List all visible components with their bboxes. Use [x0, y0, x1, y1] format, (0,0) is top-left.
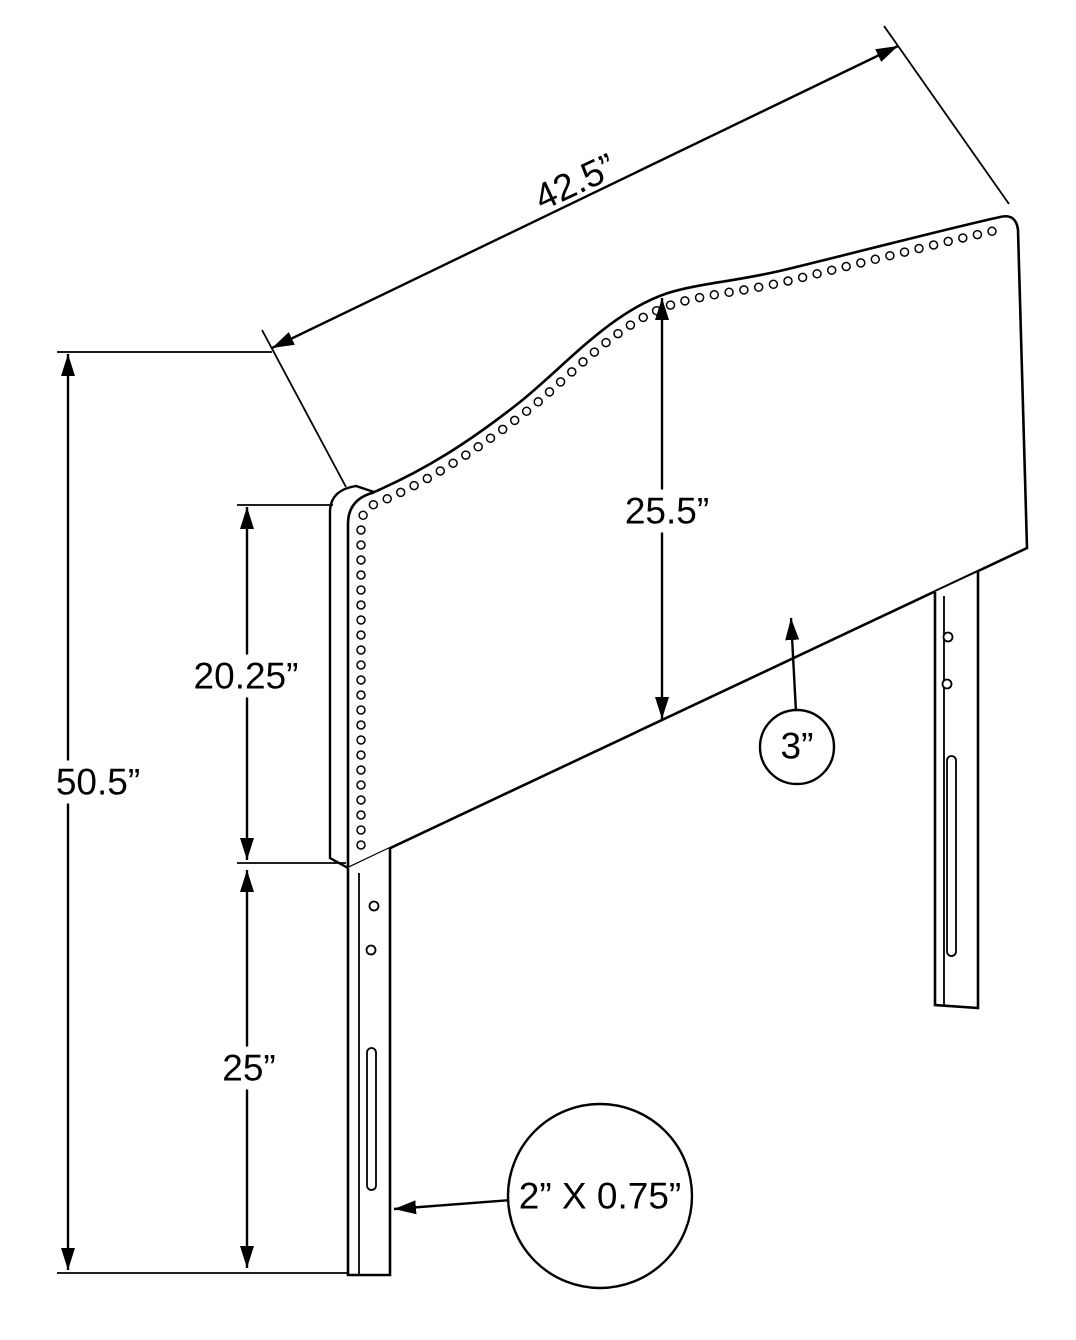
- nailhead-stud: [928, 240, 939, 250]
- nailhead-stud: [435, 466, 446, 476]
- dim-label-panel-height: 25.5”: [616, 489, 718, 533]
- nailhead-stud: [497, 424, 508, 435]
- nailhead-stud: [638, 312, 648, 323]
- nailhead-stud: [356, 750, 366, 760]
- nailhead-stud: [356, 585, 366, 595]
- leader-line-thickness: [785, 617, 800, 713]
- left-leg-slot: [366, 1047, 377, 1191]
- nailhead-stud: [356, 795, 366, 805]
- leg-cross-section-callout-circle: [506, 1102, 694, 1290]
- nailhead-stud: [448, 458, 458, 468]
- nailhead-stud: [356, 555, 366, 565]
- nailhead-stud: [601, 337, 611, 348]
- nailhead-stud: [768, 279, 779, 290]
- nailhead-stud: [625, 320, 636, 330]
- nailhead-stud: [739, 285, 749, 295]
- extension-lines: [57, 25, 1010, 1274]
- dim-label-leg-height: 25”: [214, 1046, 284, 1090]
- nailhead-stud: [409, 480, 419, 491]
- left-leg: [346, 848, 392, 1277]
- nailhead-stud: [885, 250, 895, 261]
- nailhead-stud: [958, 233, 968, 243]
- nailhead-stud: [422, 473, 433, 484]
- nailhead-stud: [651, 305, 662, 316]
- nailhead-stud: [395, 487, 406, 498]
- right-leg-hole: [942, 631, 954, 643]
- nailhead-stud: [589, 347, 600, 357]
- nailhead-stud: [680, 296, 690, 306]
- dim-label-total-height: 50.5”: [47, 760, 149, 804]
- nailhead-stud: [356, 570, 366, 580]
- right-leg-slot: [946, 755, 957, 957]
- nailhead-stud: [356, 615, 366, 625]
- nailhead-stud: [812, 269, 822, 279]
- nailhead-stud: [356, 540, 366, 550]
- nailhead-stud: [473, 442, 483, 452]
- nailhead-stud: [987, 226, 997, 237]
- dim-line-top-width: [271, 44, 899, 350]
- nailhead-stud: [356, 660, 366, 670]
- nailhead-stud: [724, 287, 734, 298]
- headboard-panel-outline: [346, 215, 1029, 871]
- nailhead-stud: [856, 258, 866, 268]
- ext-line-top-width-right: [883, 25, 1010, 205]
- nailhead-stud: [521, 406, 532, 417]
- nailhead-stud: [899, 247, 910, 257]
- right-leg-hole: [941, 678, 953, 690]
- nailhead-stud: [356, 810, 366, 820]
- nailhead-stud: [665, 300, 676, 310]
- nailhead-stud: [356, 780, 366, 790]
- nailhead-stud: [356, 840, 366, 850]
- nailhead-stud: [797, 272, 808, 283]
- left-leg-hole: [365, 944, 377, 956]
- leader-line-leg-cross-section: [393, 1198, 513, 1215]
- nailhead-stud: [870, 254, 881, 265]
- nailhead-stud: [356, 630, 366, 640]
- nailhead-stud: [461, 450, 471, 460]
- nailhead-stud: [533, 397, 543, 407]
- nailhead-stud: [358, 510, 368, 521]
- nailhead-stud: [555, 377, 566, 387]
- dim-label-thickness: 3”: [780, 725, 814, 767]
- nailhead-stud: [356, 690, 366, 700]
- nailhead-stud: [613, 328, 623, 339]
- thickness-callout-circle: [758, 708, 836, 786]
- left-leg-hole: [368, 900, 380, 912]
- nailhead-stud: [382, 494, 392, 504]
- nailhead-stud: [567, 367, 577, 377]
- nailhead-stud: [356, 600, 366, 610]
- nailhead-stud: [709, 290, 720, 300]
- nailhead-stud: [356, 825, 366, 835]
- nailhead-stud: [578, 357, 588, 367]
- nailhead-stud: [841, 261, 851, 272]
- nailhead-stud: [356, 765, 366, 775]
- right-leg: [933, 572, 980, 1010]
- nailhead-stud: [753, 282, 764, 292]
- nailhead-stud: [826, 265, 837, 275]
- nailhead-stud: [356, 705, 366, 715]
- nailhead-stud: [356, 735, 366, 745]
- nailhead-stud: [356, 645, 366, 655]
- nailhead-stud: [485, 433, 496, 443]
- nailhead-stud: [368, 499, 379, 510]
- dim-label-leg-cross-section: 2” X 0.75”: [518, 1175, 682, 1217]
- nailhead-stud: [544, 387, 555, 397]
- ext-line-top-width-left: [261, 329, 347, 488]
- nailhead-stud: [356, 675, 366, 685]
- nailhead-stud: [783, 276, 793, 286]
- nailhead-stud: [509, 415, 520, 426]
- nailhead-stud: [356, 525, 366, 535]
- nailhead-stud: [694, 292, 705, 303]
- nailhead-stud: [972, 229, 983, 240]
- nailhead-stud: [914, 243, 924, 254]
- nailhead-stud: [943, 236, 953, 247]
- headboard-side-face: [328, 484, 375, 870]
- nailhead-stud: [356, 720, 366, 730]
- dim-label-side-height: 20.25”: [185, 654, 307, 698]
